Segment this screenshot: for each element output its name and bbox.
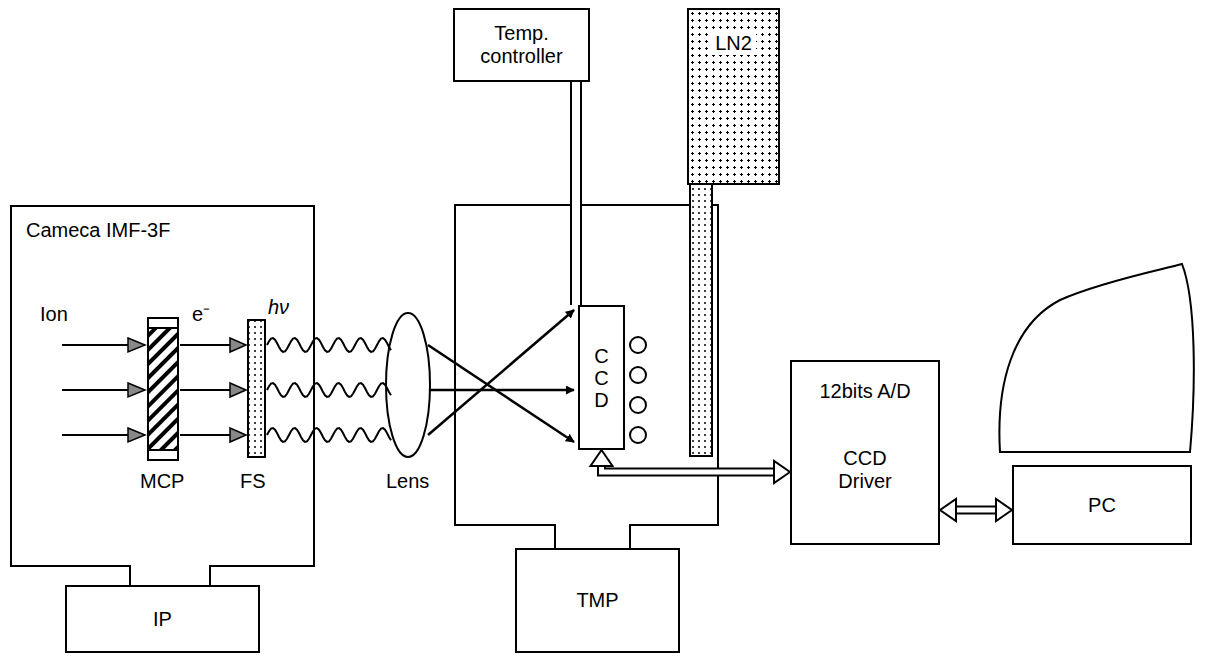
node-text: Cameca IMF-3F <box>26 219 170 242</box>
cooling-coil <box>630 337 646 443</box>
monitor <box>999 264 1193 452</box>
ion-pump-box: IP <box>65 585 260 653</box>
node-text: PC <box>1088 494 1116 517</box>
node-text: IP <box>153 608 172 631</box>
ion-arrow-head <box>128 338 145 352</box>
electron-arrow <box>180 344 232 346</box>
mcp-cap <box>148 318 178 328</box>
light-rays <box>428 310 574 442</box>
connector-outline <box>955 506 997 515</box>
ccd-box: CCD <box>578 305 625 450</box>
connector-core <box>955 508 997 513</box>
coil-loop <box>630 337 646 353</box>
part-label: MCP <box>140 470 184 493</box>
controller-box: Temp. controller <box>453 8 590 82</box>
coil-loop <box>630 427 646 443</box>
node-text: Temp. controller <box>467 22 577 68</box>
connector-outline <box>602 465 776 472</box>
connector-outline <box>570 82 582 305</box>
connector-core <box>572 82 580 305</box>
node-text: TMP <box>576 589 618 612</box>
electron-arrow-head <box>230 338 246 352</box>
pc-box: PC <box>1012 465 1192 545</box>
part-label: Ion <box>40 303 68 326</box>
photon-wave <box>267 338 391 352</box>
hollow-arrow <box>591 450 791 483</box>
ion-arrow <box>62 344 130 346</box>
ion-arrow <box>62 389 130 391</box>
dewar-box: LN2 <box>687 8 780 185</box>
node-text: LN2 <box>711 32 756 55</box>
arrow-head <box>996 499 1012 521</box>
photon-wave <box>267 383 391 397</box>
mcp-cap <box>148 450 178 460</box>
double-wire <box>576 82 577 305</box>
electron-arrow-head <box>230 383 246 397</box>
part-label: FS <box>240 470 266 493</box>
ion-arrows <box>62 338 246 442</box>
hollow-arrow <box>940 499 1012 521</box>
connector-core <box>602 465 776 472</box>
electron-arrow <box>180 434 232 436</box>
arrow-head <box>591 450 613 466</box>
electron-arrow-head <box>230 428 246 442</box>
fs-screen <box>248 320 265 457</box>
ion-arrow-head <box>128 428 145 442</box>
instrument-housing: Cameca IMF-3F <box>10 205 315 567</box>
turbo-pump-box: TMP <box>515 548 680 653</box>
electron-arrow <box>180 389 232 391</box>
coil-loop <box>630 397 646 413</box>
coil-loop <box>630 367 646 383</box>
node-text: CCD <box>592 345 612 411</box>
arrow-head <box>774 461 790 483</box>
node-text: 12bits A/D <box>817 380 913 403</box>
photon-waves <box>267 338 391 442</box>
ion-arrow <box>62 434 130 436</box>
part-label: hν <box>268 296 289 319</box>
ln2-stem <box>690 184 712 456</box>
driver-box: 12bits A/D CCD Driver <box>790 360 940 545</box>
housing-bottom <box>10 566 315 585</box>
arrow-head <box>940 499 956 521</box>
mcp-plate <box>148 318 178 460</box>
photon-wave <box>267 428 391 442</box>
ion-arrow-head <box>128 383 145 397</box>
lens <box>386 313 430 457</box>
part-label: Lens <box>386 470 429 493</box>
node-text: CCD Driver <box>817 447 913 493</box>
part-label: e⁻ <box>192 303 210 326</box>
